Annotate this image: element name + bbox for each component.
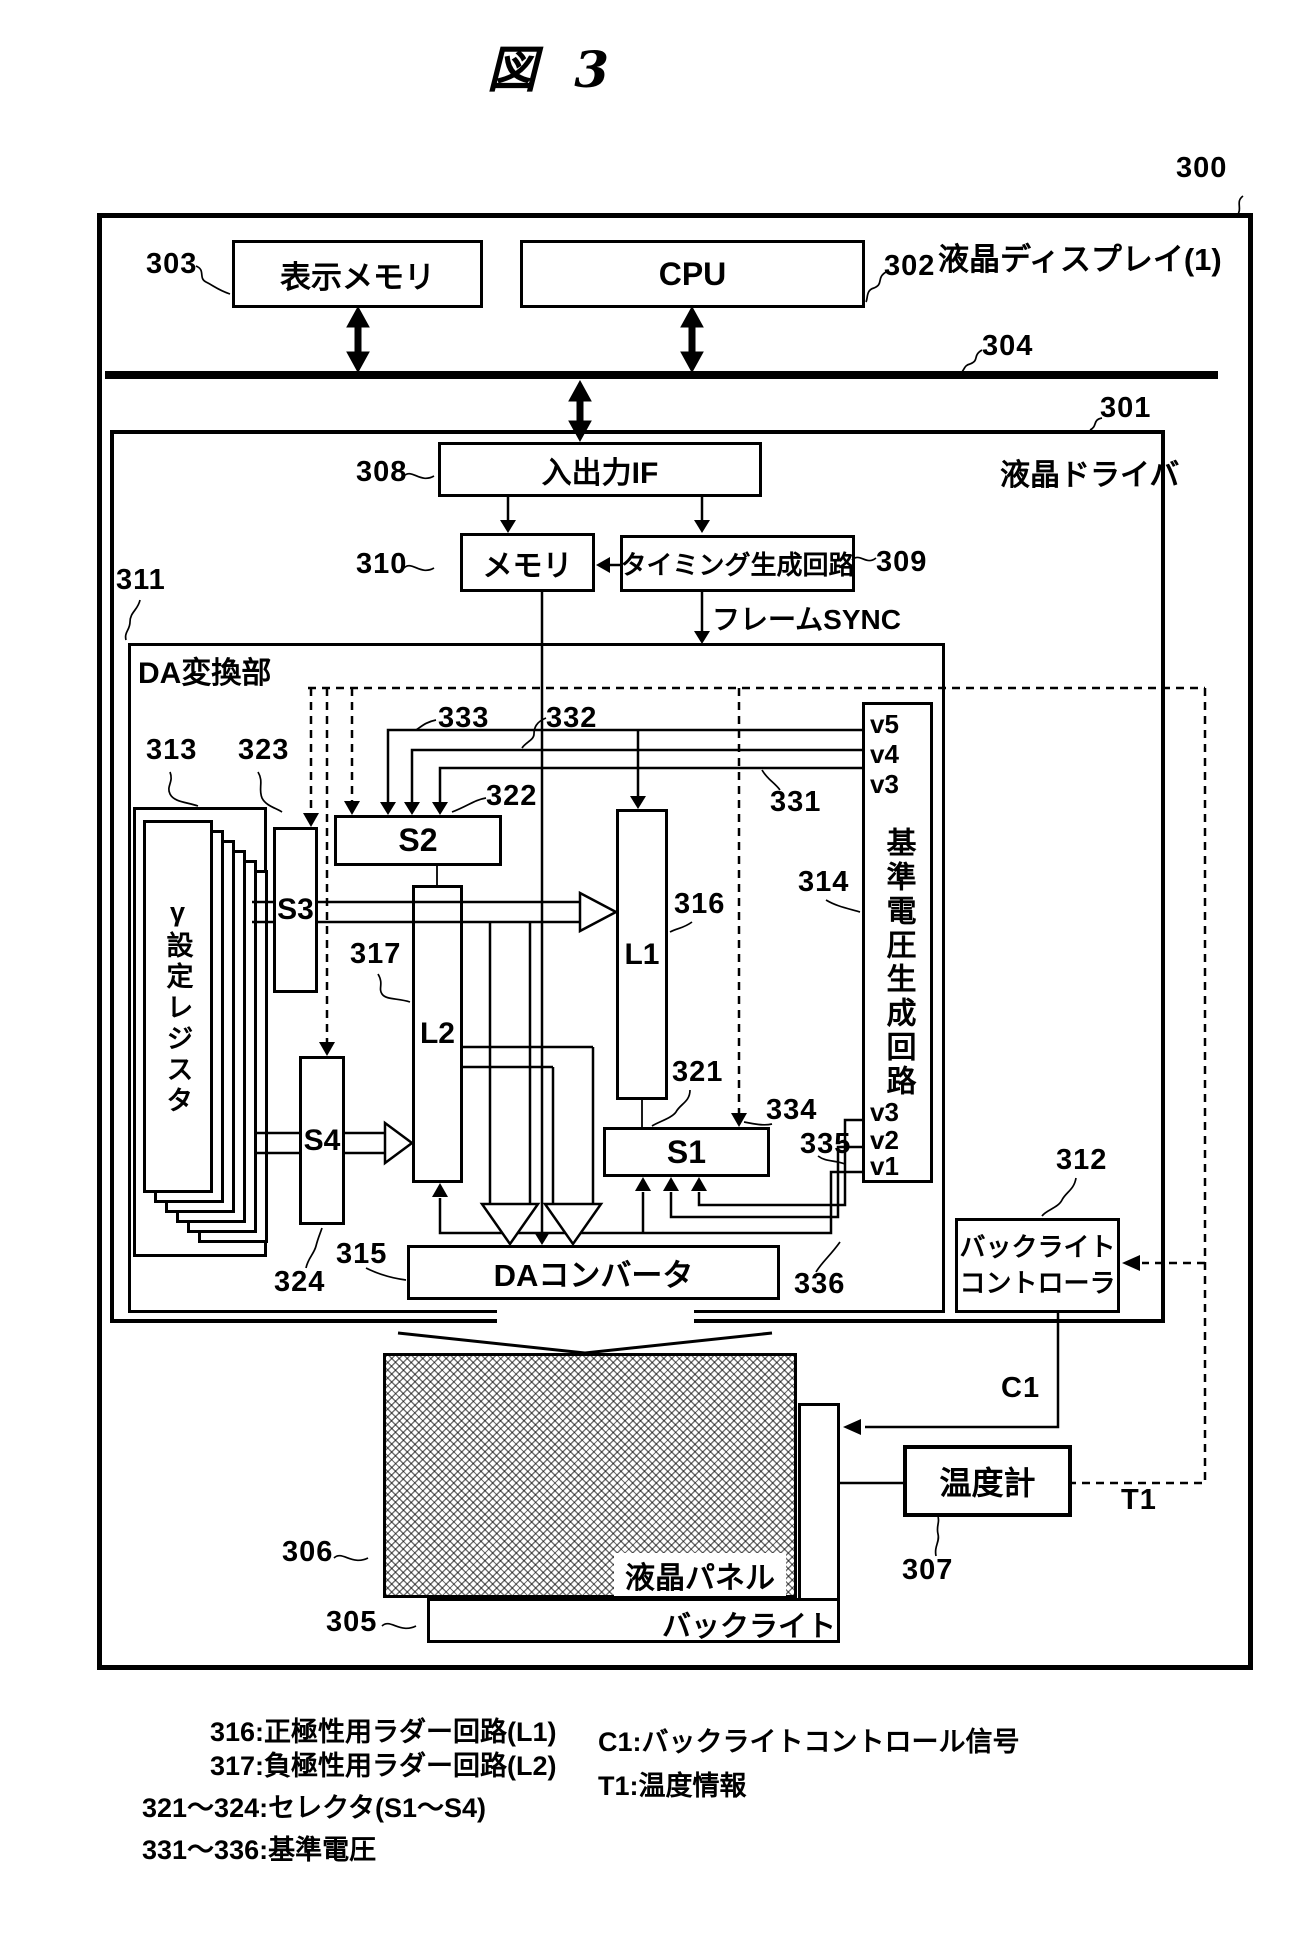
ref-311: 311	[116, 564, 166, 596]
da-converter-label: DAコンバータ	[493, 1258, 694, 1293]
ref-308: 308	[356, 456, 408, 488]
figure-title: 図 3	[486, 40, 620, 99]
ref-324: 324	[274, 1266, 326, 1298]
cpu-label: CPU	[658, 255, 727, 292]
ladder-l2-label: L2	[419, 1017, 455, 1050]
vref-generator-box: v5 v4 v3 基準電圧生成回路 v3 v2 v1	[862, 702, 933, 1183]
ref-331: 331	[770, 786, 822, 818]
backlight-controller-box: バックライト コントローラ	[955, 1218, 1120, 1313]
cpu-box: CPU	[520, 240, 865, 308]
da-section-title: DA変換部	[138, 657, 272, 690]
display-memory-box: 表示メモリ	[232, 240, 483, 308]
ref-334: 334	[766, 1094, 818, 1126]
ladder-l1-label: L1	[624, 937, 660, 971]
da-converter-box: DAコンバータ	[407, 1245, 780, 1300]
ref-307: 307	[902, 1554, 954, 1586]
selector-s4-label: S4	[303, 1123, 341, 1157]
legend-vref: 331〜336:基準電圧	[142, 1835, 377, 1865]
frame-sync-label: フレームSYNC	[712, 604, 901, 635]
ref-306: 306	[282, 1536, 334, 1568]
ref-317: 317	[350, 938, 402, 970]
signal-c1-label: C1	[1001, 1372, 1041, 1404]
gamma-register-label: γ設定レジスタ	[162, 896, 193, 1117]
selector-s2-label: S2	[398, 822, 438, 858]
selector-s3-label: S3	[277, 893, 314, 926]
backlight-controller-label-2: コントローラ	[959, 1267, 1116, 1298]
ref-313: 313	[146, 734, 198, 766]
vref-v2-label: v2	[870, 1125, 899, 1155]
ref-302: 302	[884, 250, 936, 282]
legend-selectors: 321〜324:セレクタ(S1〜S4)	[142, 1793, 487, 1823]
display-memory-label: 表示メモリ	[280, 259, 435, 295]
legend-t1: T1:温度情報	[598, 1771, 747, 1801]
backlight-right-arm	[798, 1403, 840, 1601]
ref-310: 310	[356, 548, 408, 580]
timing-generator-box: タイミング生成回路	[620, 535, 855, 592]
ref-309: 309	[876, 546, 928, 578]
ref-323: 323	[238, 734, 290, 766]
legend-c1: C1:バックライトコントロール信号	[598, 1727, 1020, 1757]
vref-v1-label: v1	[870, 1151, 899, 1181]
selector-s3-box: S3	[273, 827, 318, 993]
legend-l2: 317:負極性用ラダー回路(L2)	[210, 1751, 557, 1781]
ref-301: 301	[1100, 392, 1152, 424]
ref-333: 333	[438, 702, 490, 734]
lcd-display-title: 液晶ディスプレイ(1)	[938, 242, 1222, 277]
ref-314: 314	[798, 866, 850, 898]
thermometer-box: 温度計	[903, 1445, 1072, 1517]
vref-generator-label: 基準電圧生成回路	[881, 827, 915, 1099]
thermometer-label: 温度計	[939, 1465, 1036, 1501]
ref-312: 312	[1056, 1144, 1108, 1176]
backlight-bar	[427, 1598, 840, 1643]
legend-l1: 316:正極性用ラダー回路(L1)	[210, 1717, 557, 1747]
ref-315: 315	[336, 1238, 388, 1270]
vref-v5-label: v5	[870, 709, 899, 739]
ref-305: 305	[326, 1606, 378, 1638]
ladder-l2-box: L2	[412, 885, 463, 1183]
vref-v4-label: v4	[870, 739, 899, 769]
timing-generator-label: タイミング生成回路	[620, 550, 855, 580]
ladder-l1-box: L1	[616, 809, 668, 1100]
ref-335: 335	[800, 1128, 852, 1160]
selector-s4-box: S4	[299, 1056, 345, 1225]
ref-321: 321	[672, 1056, 724, 1088]
lcd-driver-title: 液晶ドライバ	[1000, 459, 1180, 492]
backlight-label: バックライト	[661, 1611, 836, 1643]
selector-s1-box: S1	[603, 1127, 770, 1177]
ref-332: 332	[546, 702, 598, 734]
io-if-label: 入出力IF	[541, 456, 659, 490]
ref-316: 316	[674, 888, 726, 920]
vref-v3-bottom-label: v3	[870, 1097, 899, 1127]
selector-s2-box: S2	[334, 815, 502, 866]
signal-t1-label: T1	[1121, 1484, 1157, 1516]
memory-label: メモリ	[482, 549, 573, 583]
ref-300: 300	[1176, 152, 1228, 184]
gamma-register-front: γ設定レジスタ	[143, 820, 213, 1193]
ref-336: 336	[794, 1268, 846, 1300]
ref-322: 322	[486, 780, 538, 812]
ref-304: 304	[982, 330, 1034, 362]
lcd-panel-label: 液晶パネル	[614, 1553, 786, 1596]
backlight-controller-label-1: バックライト	[959, 1232, 1116, 1263]
selector-s1-label: S1	[666, 1133, 707, 1170]
vref-v3-top-label: v3	[870, 769, 899, 799]
lcd-display-frame	[97, 213, 1253, 1670]
io-if-box: 入出力IF	[438, 442, 762, 497]
memory-box: メモリ	[460, 533, 595, 592]
ref-303: 303	[146, 248, 198, 280]
